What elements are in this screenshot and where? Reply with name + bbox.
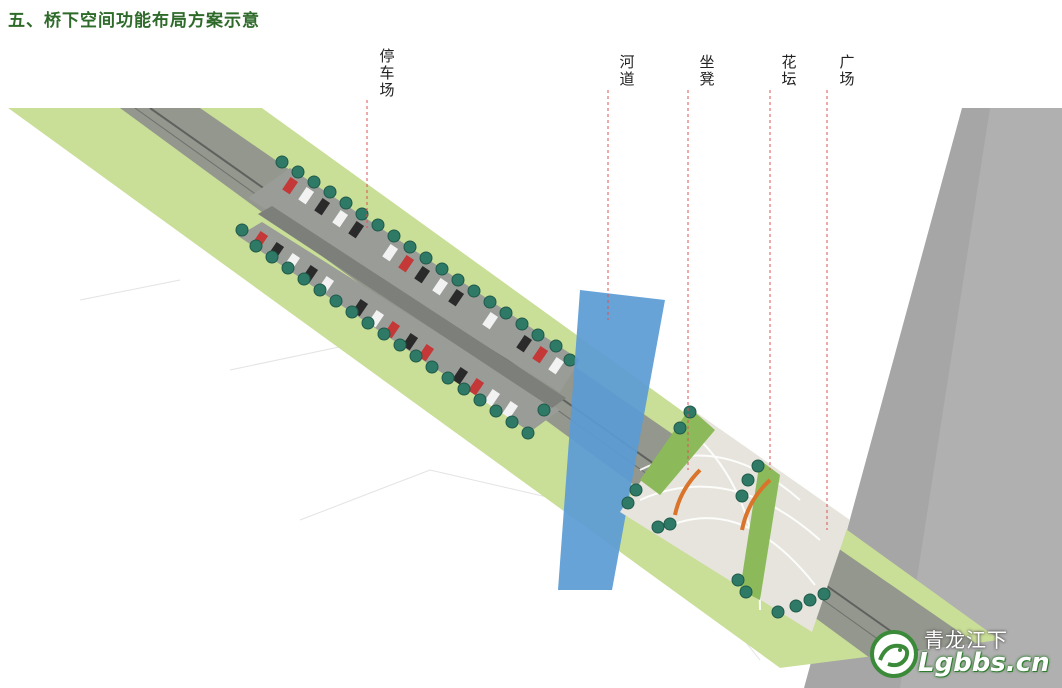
leader-lines <box>366 90 828 530</box>
watermark-logo-icon <box>870 630 918 678</box>
river <box>558 290 665 590</box>
bench-west <box>673 468 702 516</box>
parked-cars-north <box>282 176 565 375</box>
label-flowerbed: 花坛 <box>781 53 797 88</box>
plaza-green-west <box>640 408 715 495</box>
watermark-text-top: 青龙江下 <box>924 628 1008 652</box>
bench-east <box>740 478 772 531</box>
building-mass-shade <box>900 108 1062 688</box>
label-parking: 停车场 <box>379 47 395 99</box>
road <box>120 108 1000 668</box>
parking-lot-north <box>248 168 580 392</box>
label-plaza: 广场 <box>839 53 855 88</box>
label-river: 河道 <box>619 53 635 88</box>
watermark: 青龙江下 Lgbbs.cn <box>866 622 1056 682</box>
trees-plaza <box>621 405 831 619</box>
parking-divider <box>258 206 566 408</box>
watermark-text-bottom: Lgbbs.cn <box>918 648 1050 678</box>
page-title: 五、桥下空间功能布局方案示意 <box>8 11 260 31</box>
trees-parking <box>235 155 577 440</box>
label-bench: 坐凳 <box>699 53 715 88</box>
plaza-green-east <box>740 460 780 600</box>
